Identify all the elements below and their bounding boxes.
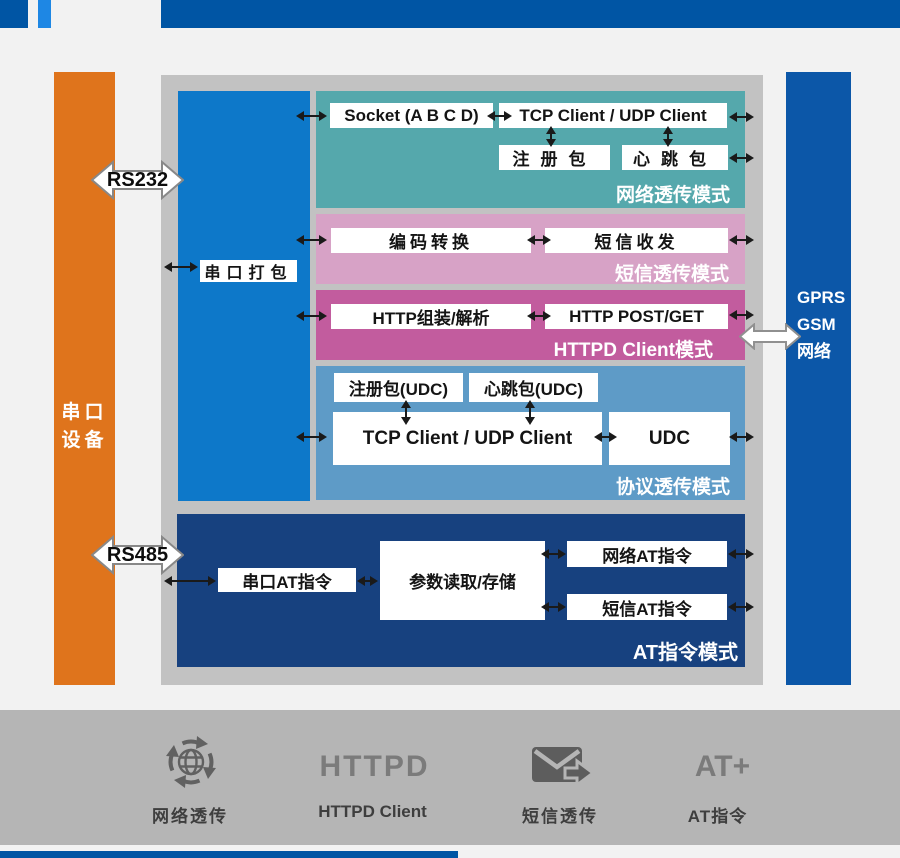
- serial-pack-box: 串口打包: [200, 260, 297, 282]
- network-bar-line1: GPRS: [797, 288, 846, 307]
- http-post-get-box: HTTP POST/GET: [545, 304, 728, 329]
- mode-title-at: AT指令模式: [632, 642, 738, 664]
- heartbeat-udc-box: 心跳包(UDC): [469, 373, 598, 402]
- link-arrow: [729, 310, 754, 320]
- httpd-title: HTTPD: [319, 750, 430, 783]
- link-arrow: [729, 112, 754, 122]
- heartbeat-packet-box: 心跳包: [622, 145, 728, 170]
- sms-at-box: 短信AT指令: [567, 594, 727, 620]
- link-arrow: [296, 111, 327, 121]
- serial-at-box: 串口AT指令: [218, 568, 356, 592]
- link-arrow: [296, 235, 327, 245]
- link-arrow: [594, 432, 617, 442]
- sms-send-recv-box: 短信收发: [545, 228, 728, 253]
- rs485-label: RS485: [106, 543, 169, 566]
- link-arrow: [527, 235, 551, 245]
- footer-label-network: 网络透传: [152, 807, 228, 826]
- tcp-udp-client-box2: TCP Client / UDP Client: [333, 412, 602, 465]
- network-bar-label: GPRS GSM 网络: [797, 284, 845, 365]
- top-brand-bar: [161, 0, 900, 28]
- gprs-link-arrow: [738, 322, 802, 351]
- link-arrow: [729, 432, 754, 442]
- link-arrow-vertical: [525, 400, 535, 425]
- link-arrow: [487, 111, 512, 121]
- mode-title-network: 网络透传模式: [615, 185, 730, 206]
- link-arrow: [729, 235, 754, 245]
- double-arrow-icon: [738, 322, 802, 351]
- rs232-arrow: RS232: [90, 159, 185, 201]
- network-bar-line2: GSM: [797, 315, 836, 334]
- network-bar: GPRS GSM 网络: [786, 72, 851, 685]
- link-arrow: [541, 549, 566, 559]
- rs232-label: RS232: [106, 168, 169, 191]
- mode-title-protocol: 协议透传模式: [615, 477, 730, 498]
- serial-device-label: 串口 设备: [54, 399, 115, 455]
- mode-title-sms: 短信透传模式: [614, 264, 729, 285]
- serial-device-line1: 串口: [61, 402, 108, 423]
- globe-sync-icon: [161, 731, 221, 793]
- footer-band: 网络透传 HTTPD HTTPD Client 短信透传 AT+ AT指令: [0, 710, 900, 845]
- udc-box: UDC: [609, 412, 730, 465]
- footer-label-sms: 短信透传: [522, 807, 598, 826]
- link-arrow: [728, 602, 754, 612]
- mode-title-httpd: HTTPD Client模式: [553, 340, 713, 361]
- link-arrow: [527, 311, 551, 321]
- bottom-brand-bar: [0, 851, 458, 858]
- link-arrow: [357, 576, 378, 586]
- mail-forward-icon: [531, 743, 596, 791]
- double-arrow-icon: [90, 159, 185, 201]
- register-udc-box: 注册包(UDC): [334, 373, 463, 402]
- link-arrow: [296, 311, 327, 321]
- link-arrow: [296, 432, 327, 442]
- register-packet-box: 注册包: [499, 145, 610, 170]
- link-arrow-vertical: [401, 400, 411, 425]
- link-arrow: [541, 602, 566, 612]
- param-rw-box: 参数读取/存储: [380, 541, 545, 620]
- serial-pack-block: [178, 91, 310, 501]
- link-arrow-vertical: [663, 126, 673, 147]
- link-arrow: [164, 262, 198, 272]
- encoding-box: 编码转换: [331, 228, 531, 253]
- link-arrow: [164, 576, 216, 586]
- socket-box: Socket (A B C D): [330, 103, 493, 128]
- link-arrow: [729, 153, 754, 163]
- network-bar-line3: 网络: [797, 342, 831, 361]
- double-arrow-icon: [90, 534, 185, 576]
- footer-label-httpd: HTTPD Client: [318, 802, 427, 821]
- top-brand-square: [0, 0, 28, 28]
- at-title: AT+: [694, 750, 751, 783]
- footer-label-at: AT指令: [687, 807, 748, 826]
- tcp-udp-client-box: TCP Client / UDP Client: [499, 103, 727, 128]
- http-assemble-box: HTTP组装/解析: [331, 304, 531, 329]
- link-arrow: [728, 549, 754, 559]
- rs485-arrow: RS485: [90, 534, 185, 576]
- serial-device-line2: 设备: [61, 430, 108, 451]
- link-arrow-vertical: [546, 126, 556, 147]
- top-brand-accent: [38, 0, 51, 28]
- net-at-box: 网络AT指令: [567, 541, 727, 567]
